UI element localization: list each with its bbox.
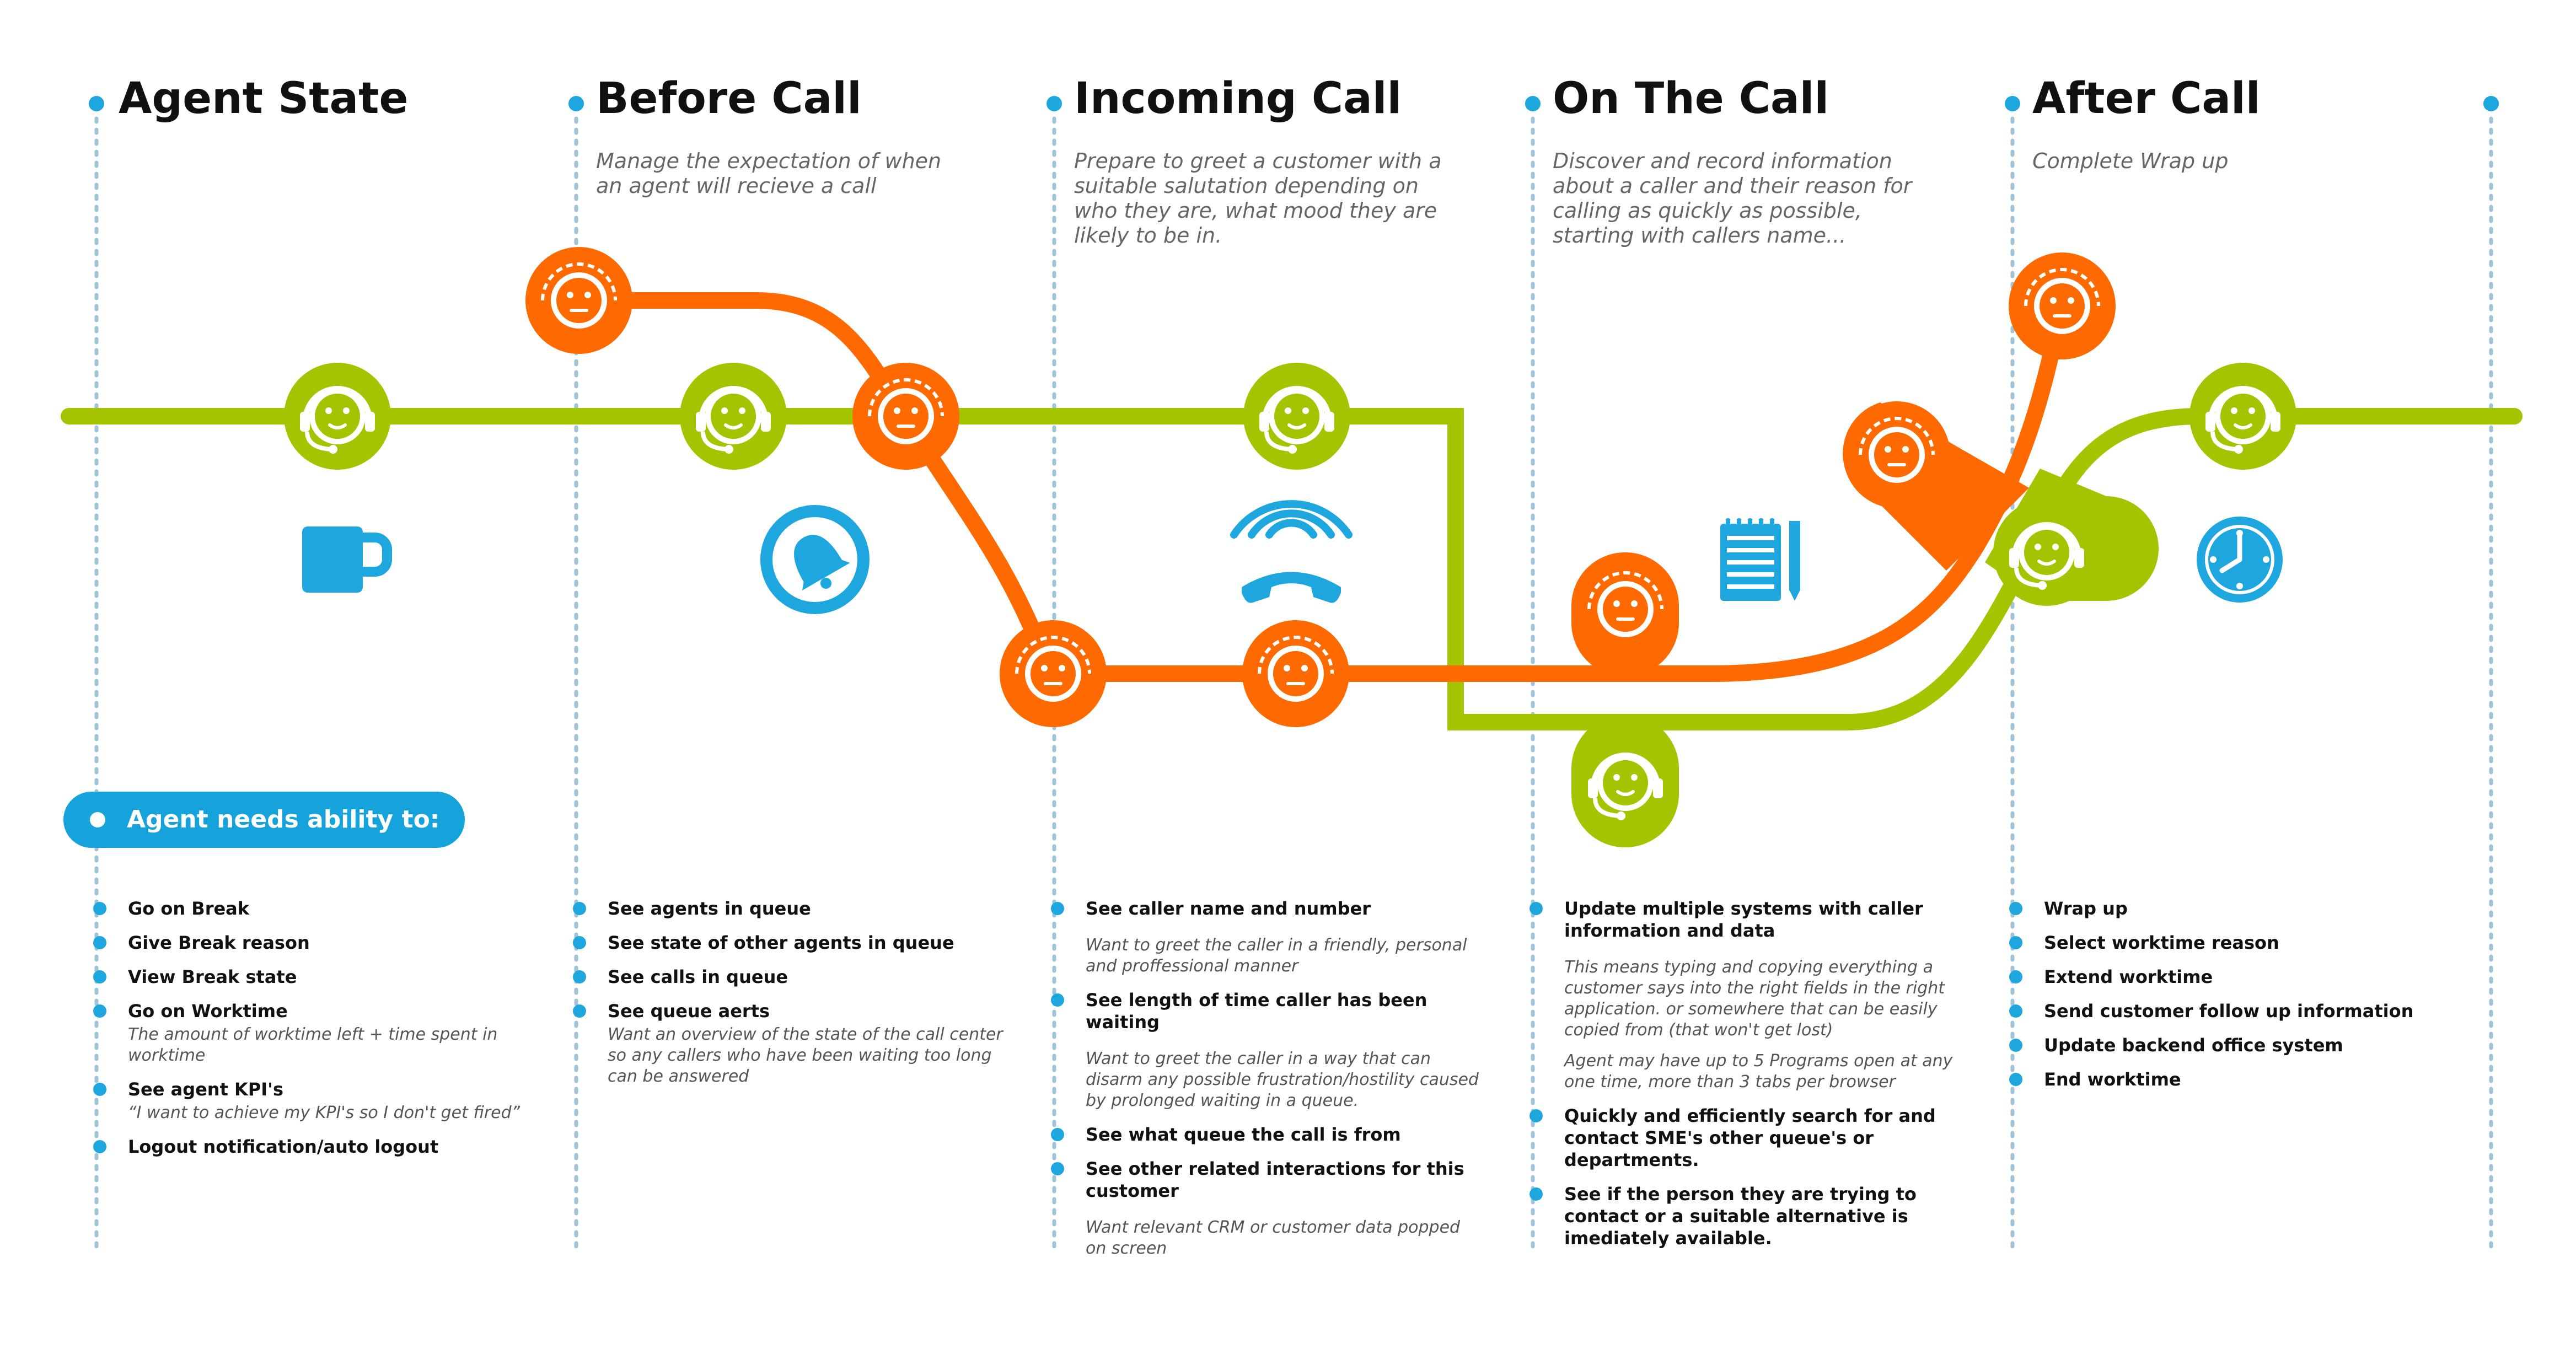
coffee-mug-icon bbox=[302, 526, 392, 593]
agent-1-icon bbox=[284, 363, 391, 470]
ringing-phone-icon bbox=[1230, 500, 1353, 603]
stage-subtitle-on-the-call: Discover and record information about a … bbox=[1553, 149, 1912, 248]
need-label: View Break state bbox=[128, 966, 297, 987]
need-note: Agent may have up to 5 Programs open at … bbox=[1564, 1051, 1953, 1092]
customer-journey-line bbox=[571, 292, 2069, 682]
stage-dot bbox=[568, 96, 584, 111]
need-item: Give Break reason bbox=[93, 932, 536, 954]
stage-title-incoming-call: Incoming Call bbox=[1074, 74, 1402, 123]
need-label: Select worktime reason bbox=[2044, 932, 2279, 953]
need-note: This means typing and copying everything… bbox=[1564, 958, 1945, 1040]
need-label: See state of other agents in queue bbox=[608, 932, 954, 953]
need-label: See agents in queue bbox=[608, 898, 811, 919]
need-label: Update backend office system bbox=[2044, 1035, 2343, 1056]
stage-title-after-call: After Call bbox=[2032, 74, 2261, 123]
clock-icon bbox=[2197, 517, 2283, 603]
need-item: See length of time caller has been waiti… bbox=[1051, 989, 1483, 1111]
stage-dot bbox=[2483, 96, 2499, 111]
stage-dot bbox=[89, 96, 104, 111]
agent-5-icon bbox=[1993, 499, 2100, 606]
need-label: Logout notification/auto logout bbox=[128, 1136, 439, 1157]
need-label: Wrap up bbox=[2044, 898, 2128, 919]
customer-4-icon bbox=[1242, 620, 1349, 727]
need-item: Logout notification/auto logout bbox=[93, 1136, 536, 1158]
need-label: See other related interactions for this … bbox=[1086, 1158, 1464, 1201]
need-label: See caller name and number bbox=[1086, 898, 1371, 919]
customer-5-icon bbox=[1572, 556, 1679, 663]
agent-needs-banner: Agent needs ability to: bbox=[63, 792, 465, 848]
needs-list-on-the-call: Update multiple systems with caller info… bbox=[1530, 897, 1972, 1261]
banner-label: Agent needs ability to: bbox=[127, 805, 440, 834]
need-label: See queue aerts bbox=[608, 1001, 770, 1022]
need-item: Go on Break bbox=[93, 897, 536, 920]
need-item: See if the person they are trying to con… bbox=[1530, 1183, 1972, 1249]
need-label: Update multiple systems with caller info… bbox=[1564, 898, 1923, 941]
need-note: The amount of worktime left + time spent… bbox=[128, 1025, 498, 1065]
need-item: See what queue the call is from bbox=[1051, 1124, 1483, 1146]
stage-dot bbox=[2005, 96, 2020, 111]
need-item: See agent KPI's “I want to achieve my KPI… bbox=[93, 1078, 536, 1124]
stage-title-before-call: Before Call bbox=[596, 74, 862, 123]
need-label: Extend worktime bbox=[2044, 966, 2213, 987]
need-label: See calls in queue bbox=[608, 966, 788, 987]
notepad-pencil-icon bbox=[1720, 518, 1800, 601]
need-item: See calls in queue bbox=[573, 966, 1016, 988]
need-label: Give Break reason bbox=[128, 932, 310, 953]
stage-title-agent-state: Agent State bbox=[119, 74, 409, 123]
stage-title-on-the-call: On The Call bbox=[1553, 74, 1829, 123]
need-note: Want relevant CRM or customer data poppe… bbox=[1086, 1218, 1461, 1258]
need-note: “I want to achieve my KPI's so I don't g… bbox=[128, 1103, 520, 1122]
stage-dot bbox=[1525, 96, 1541, 111]
stage-subtitle-before-call: Manage the expectation of when an agent … bbox=[596, 149, 942, 198]
agent-3-icon bbox=[1243, 363, 1350, 470]
customer-1-icon bbox=[525, 247, 632, 354]
need-item: See state of other agents in queue bbox=[573, 932, 1016, 954]
need-label: See what queue the call is from bbox=[1086, 1124, 1401, 1145]
need-label: See agent KPI's bbox=[128, 1079, 284, 1100]
need-item: Select worktime reason bbox=[2009, 932, 2452, 954]
need-item: Extend worktime bbox=[2009, 966, 2452, 988]
agent-6-icon bbox=[2189, 363, 2296, 470]
need-item: End worktime bbox=[2009, 1068, 2452, 1090]
need-item: See agents in queue bbox=[573, 897, 1016, 920]
need-item: Update backend office system bbox=[2009, 1034, 2452, 1056]
need-item: View Break state bbox=[93, 966, 536, 988]
stage-dot bbox=[1046, 96, 1062, 111]
stage-subtitle-after-call: Complete Wrap up bbox=[2032, 149, 2229, 173]
agent-2-icon bbox=[680, 363, 787, 470]
need-label: End worktime bbox=[2044, 1069, 2181, 1090]
need-label: Go on Break bbox=[128, 898, 250, 919]
customer-2-icon bbox=[852, 363, 959, 470]
need-label: Quickly and efficiently search for and c… bbox=[1564, 1105, 1936, 1170]
customer-7-icon bbox=[2009, 252, 2116, 359]
need-label: Go on Worktime bbox=[128, 1001, 288, 1022]
need-item: Send customer follow up information bbox=[2009, 1000, 2452, 1022]
customer-3-icon bbox=[1000, 620, 1107, 727]
customer-6-icon bbox=[1843, 401, 1950, 508]
need-note: Want to greet the caller in a way that c… bbox=[1086, 1049, 1479, 1110]
need-label: See length of time caller has been waiti… bbox=[1086, 990, 1427, 1033]
need-item: Quickly and efficiently search for and c… bbox=[1530, 1105, 1972, 1171]
stage-subtitle-incoming-call: Prepare to greet a customer with a suita… bbox=[1074, 149, 1442, 248]
banner-dot bbox=[90, 812, 105, 827]
need-item: Update multiple systems with caller info… bbox=[1530, 897, 1972, 1041]
bell-icon bbox=[760, 505, 870, 614]
need-item: See other related interactions for this … bbox=[1051, 1158, 1483, 1259]
need-note: Want to greet the caller in a friendly, … bbox=[1086, 936, 1467, 976]
need-item: Wrap up bbox=[2009, 897, 2452, 920]
agent-4-icon bbox=[1572, 729, 1679, 836]
need-note: Want an overview of the state of the cal… bbox=[608, 1025, 1003, 1086]
need-label: Send customer follow up information bbox=[2044, 1001, 2414, 1022]
need-label: See if the person they are trying to con… bbox=[1564, 1184, 1917, 1249]
